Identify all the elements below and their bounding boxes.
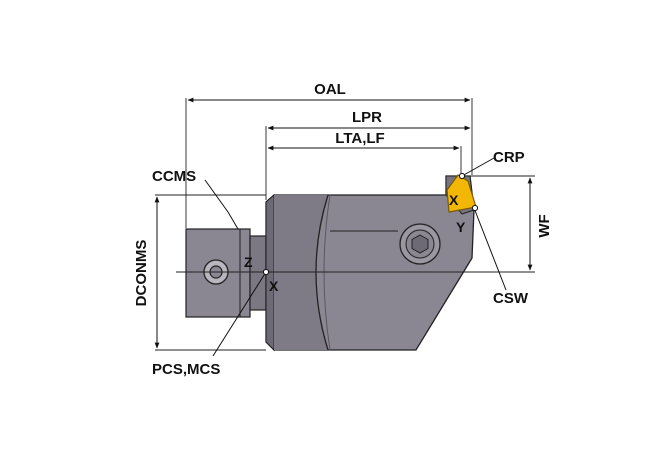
pcs-mcs-label: PCS,MCS (152, 361, 220, 378)
ccms-leader (204, 179, 239, 230)
leader-lines (204, 157, 507, 357)
oal-label: OAL (314, 81, 346, 98)
crp-label: CRP (493, 149, 525, 166)
axis-x-tip-label: X (449, 192, 459, 208)
lpr-label: LPR (352, 109, 382, 126)
crp-leader (461, 157, 495, 177)
pcs-leader (212, 271, 267, 357)
csw-point (471, 204, 479, 212)
pcs-point (262, 268, 270, 276)
wf-label: WF (536, 214, 553, 237)
reference-lines (155, 98, 535, 351)
axis-z-body-label: Z (244, 254, 253, 270)
axis-y-tip-label: Y (456, 219, 466, 235)
tool-body-group (185, 175, 475, 352)
cutting-insert (446, 174, 477, 213)
csw-label: CSW (493, 290, 529, 307)
csw-leader (473, 207, 507, 291)
dimension-lines (154, 97, 533, 349)
ccms-label: CCMS (152, 168, 196, 185)
hex-socket-icon (411, 234, 429, 254)
axis-x-body-label: X (269, 278, 279, 294)
dconms-label: DCONMS (133, 240, 150, 307)
head-curve-face (274, 195, 328, 350)
lta-lf-label: LTA,LF (335, 130, 384, 147)
crp-point (458, 172, 466, 180)
